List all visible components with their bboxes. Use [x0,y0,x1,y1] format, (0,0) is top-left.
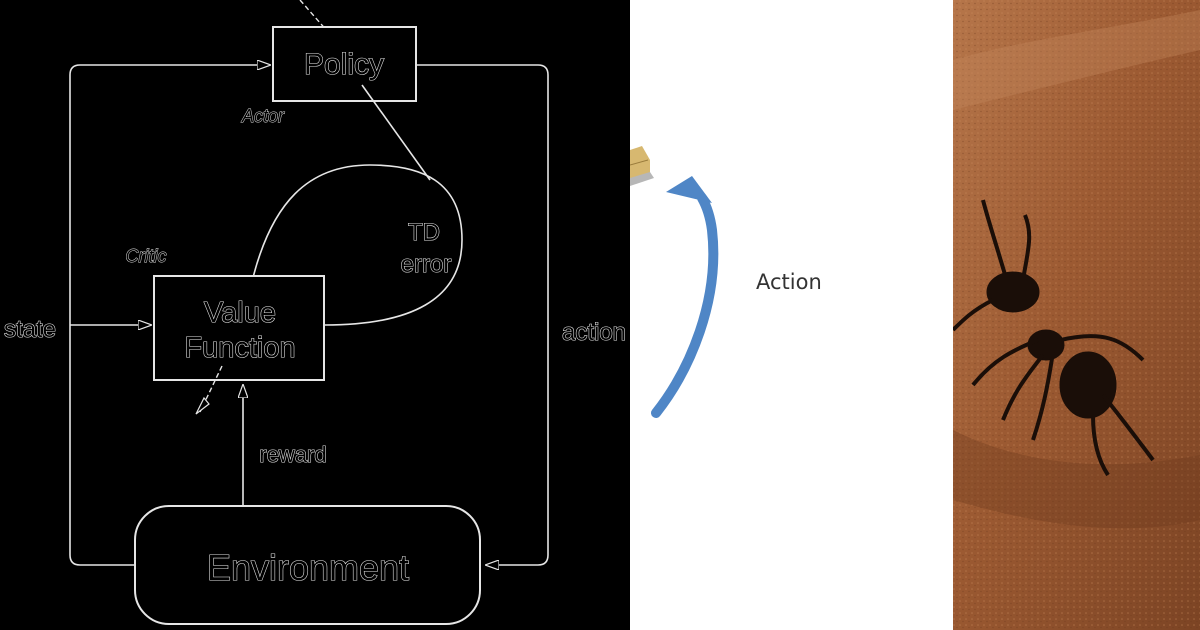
action-text: Action [756,270,822,294]
action-label: action [562,319,626,346]
action-to-environment-line [417,64,549,565]
action-arrow-canvas [630,146,719,418]
sand-ripple-1 [953,10,1200,110]
sand-texture [953,0,1200,630]
critic-label: Critic [126,246,167,266]
td-error-to-policy-line [361,84,431,181]
policy-label: Policy [304,48,384,81]
value-adjust-arrowhead [195,396,210,415]
ant-on-sand-image [953,0,1200,630]
actor-critic-diagram: Policy Actor TD error Critic Value Funct… [3,0,627,625]
environment-label: Environment [207,547,409,588]
reward-label: reward [259,442,326,467]
sand-shadow [953,430,1200,529]
state-to-policy-line [69,65,270,566]
ant-photo-panel [953,0,1200,630]
action-slide-panel: Action [630,0,953,630]
action-curved-arrow [651,193,719,418]
policy-box [272,26,417,102]
state-label: state [4,316,56,343]
action-arrowhead [666,176,712,203]
td-label: TD [408,219,440,246]
value-label: Value [204,297,276,329]
td-error-loop [249,164,463,326]
value-function-box [153,275,325,381]
ant-silhouette [953,199,1155,477]
diagram-canvas: Policy Actor TD error Critic Value Funct… [3,0,627,625]
error-label: error [401,251,452,278]
actor-label: Actor [241,106,285,126]
cropped-box-icon [630,146,654,186]
environment-box [134,505,481,625]
function-label: Function [184,332,295,364]
